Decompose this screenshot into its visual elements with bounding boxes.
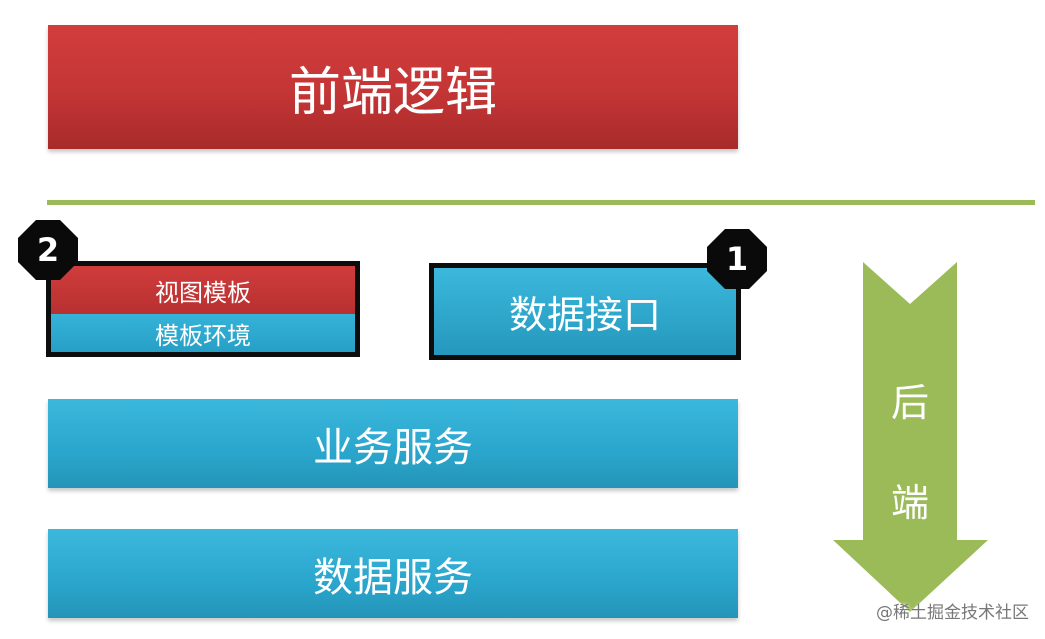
business-service-box: 业务服务 [48, 399, 738, 488]
badge-1: 1 [707, 229, 767, 289]
view-template-stack: 视图模板 模板环境 [46, 261, 360, 357]
data-interface-box: 数据接口 [429, 263, 741, 360]
watermark: @稀土掘金技术社区 [876, 603, 1029, 623]
backend-label-char-2: 端 [890, 481, 929, 525]
frontend-logic-box: 前端逻辑 [48, 25, 738, 149]
template-environment-box: 模板环境 [51, 314, 355, 352]
view-template-box: 视图模板 [51, 266, 355, 314]
data-service-box: 数据服务 [48, 529, 738, 618]
backend-down-arrow-icon [833, 262, 988, 612]
backend-label-char-1: 后 [890, 381, 929, 425]
frontend-backend-divider [47, 200, 1035, 205]
badge-2: 2 [18, 220, 78, 280]
